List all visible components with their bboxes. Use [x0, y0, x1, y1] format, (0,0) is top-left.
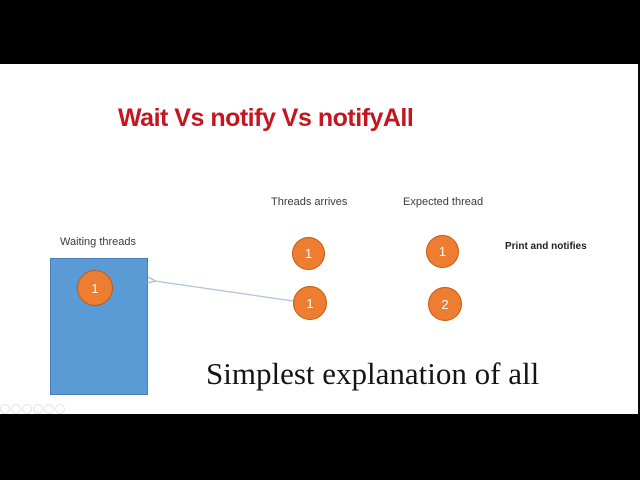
- expected-thread-circle-2: 2: [428, 287, 462, 321]
- arriving-thread-circle-1: 1: [292, 237, 325, 270]
- thread-number: 1: [304, 246, 313, 261]
- slide-caption: Simplest explanation of all: [206, 356, 540, 391]
- arriving-thread-circle-2: 1: [293, 286, 327, 320]
- print-and-notifies-label: Print and notifies: [505, 241, 587, 252]
- letterbox-top: [0, 0, 640, 64]
- waiting-thread-circle: 1: [77, 270, 113, 306]
- threads-arrives-label: Threads arrives: [271, 196, 348, 208]
- thread-number: 1: [438, 244, 447, 259]
- letterbox-bottom: [0, 414, 640, 480]
- slide-title: Wait Vs notify Vs notifyAll: [118, 104, 414, 132]
- expected-thread-label: Expected thread: [403, 196, 484, 208]
- frame-right-edge: [638, 64, 640, 414]
- watermark-icon: [22, 404, 32, 414]
- watermark-icon: [33, 404, 43, 414]
- watermark-icon: [11, 404, 21, 414]
- watermark-icon: [44, 404, 54, 414]
- expected-thread-circle-1: 1: [426, 235, 459, 268]
- watermark-icon: [55, 404, 65, 414]
- thread-number: 2: [441, 296, 449, 312]
- watermark-icon: [0, 404, 10, 414]
- watermark-icon-row: [0, 404, 65, 414]
- thread-number: 1: [306, 295, 314, 311]
- waiting-threads-label: Waiting threads: [60, 236, 137, 248]
- thread-number: 1: [91, 280, 99, 296]
